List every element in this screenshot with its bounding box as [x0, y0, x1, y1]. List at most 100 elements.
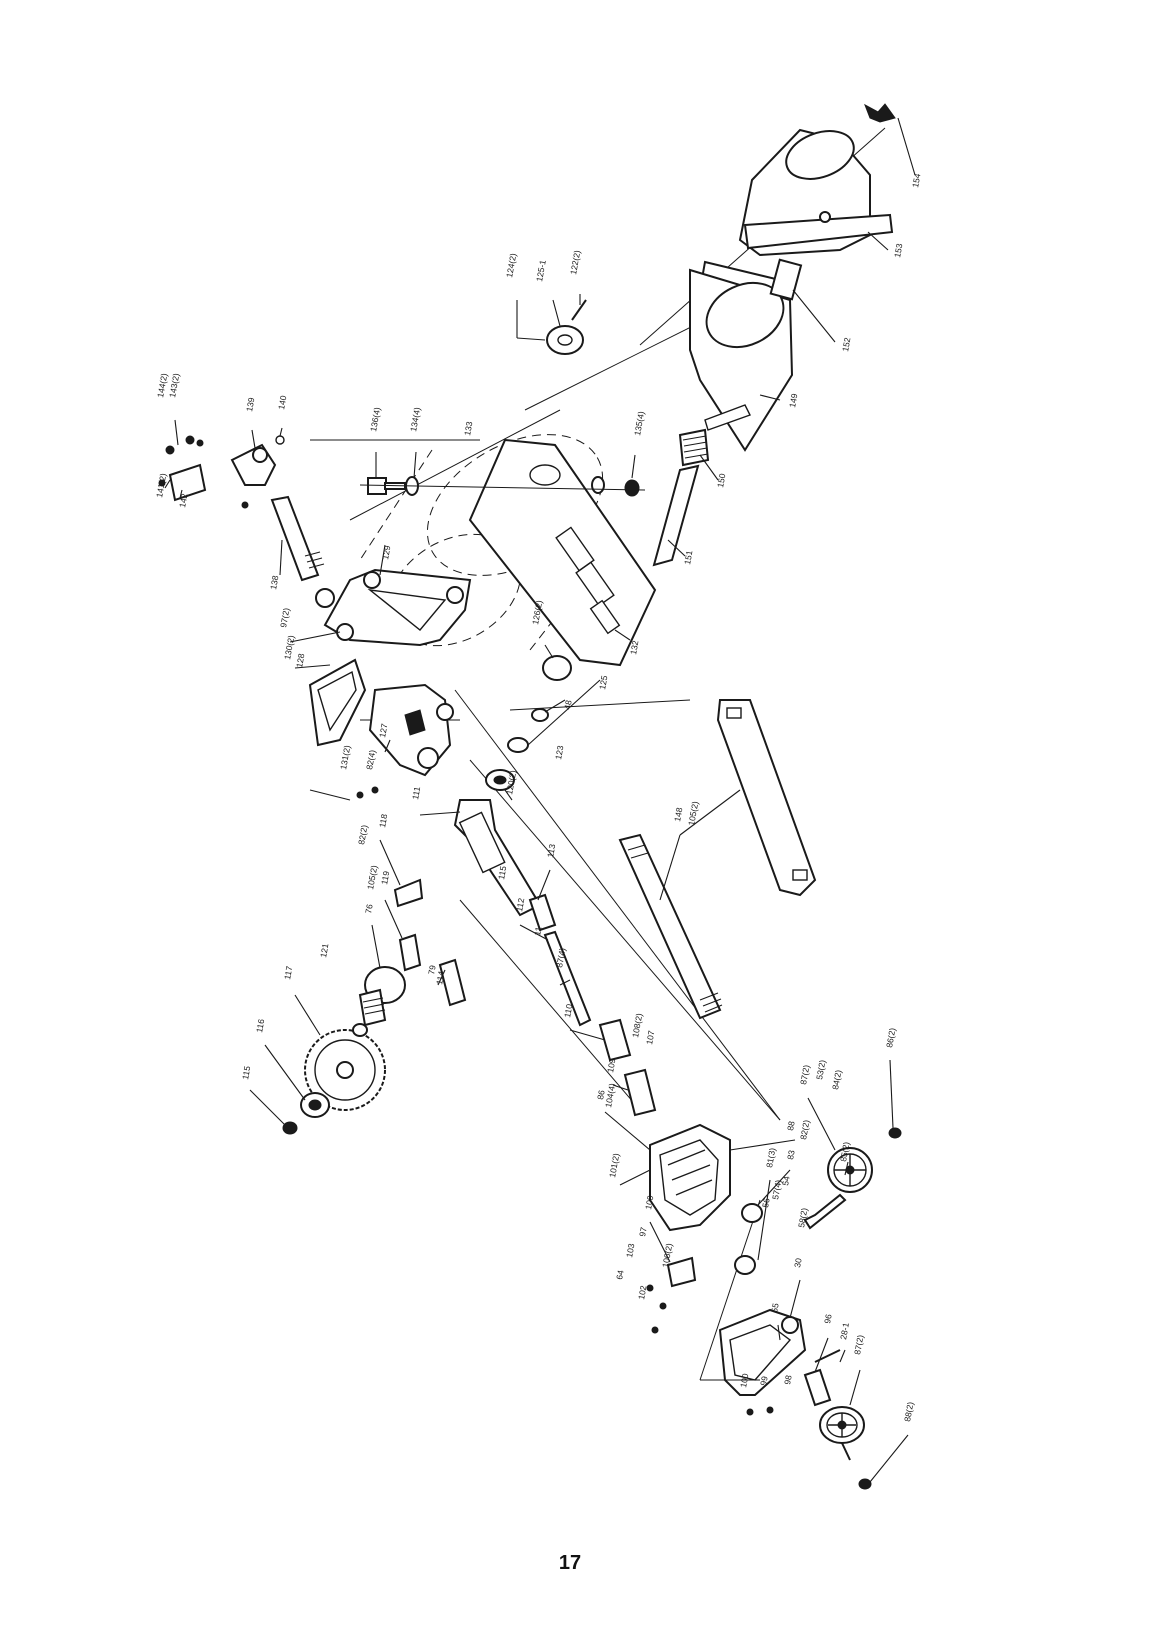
- callout-c84: 84(2): [830, 1069, 843, 1090]
- part-142-clamp-block: [168, 463, 207, 502]
- callout-c108: 108(2): [630, 1012, 644, 1038]
- callout-c132: 132: [628, 639, 640, 655]
- callout-c104: 104(4): [603, 1082, 617, 1108]
- callout-c87: 87(4): [554, 947, 567, 968]
- callout-c124: 124(2): [504, 252, 518, 278]
- bolt-axis-line: [359, 484, 646, 491]
- part-121-washer: [352, 1023, 368, 1037]
- part-117-gear: [304, 1029, 386, 1111]
- callout-c141: 141(2): [154, 472, 168, 498]
- callout-c88b: 88(2): [902, 1401, 915, 1422]
- part-48-washer: [531, 708, 549, 722]
- callout-c106: 106(2): [660, 1242, 674, 1268]
- callout-c56: 56: [760, 1197, 772, 1208]
- part-30-lower-bracket: [718, 1308, 807, 1396]
- callout-c102: 102: [636, 1284, 648, 1300]
- callout-c153: 153: [892, 242, 904, 258]
- part-97-small-bracket: [666, 1256, 697, 1288]
- callout-c87c: 87(2): [852, 1334, 865, 1355]
- part-98-99-100-screws: [746, 1406, 774, 1416]
- callout-c88: 88: [785, 1120, 797, 1131]
- part-104-gearbox-housing: [649, 1123, 731, 1232]
- callout-c110: 110: [562, 1003, 574, 1018]
- callout-c133: 133: [462, 420, 474, 436]
- part-126-bearing: [542, 655, 572, 681]
- callout-c148: 148: [672, 806, 684, 822]
- part-135-nut: [591, 476, 640, 497]
- callout-c48: 48: [562, 699, 574, 710]
- callout-c126: 126(2): [530, 599, 544, 625]
- part-115-nut: [282, 1121, 298, 1135]
- part-152-bushing: [769, 258, 803, 301]
- part-103-106-screws: [646, 1284, 667, 1334]
- callout-c82c: 82(2): [798, 1119, 811, 1140]
- part-119-worm-shaft: [358, 933, 422, 1027]
- callout-c105b: 105(2): [365, 864, 379, 890]
- callout-c115: 115: [496, 865, 508, 880]
- part-151-rod: [652, 464, 700, 567]
- callout-c83: 83: [785, 1149, 797, 1160]
- part-87-lower-handwheel: [819, 1406, 865, 1461]
- callout-c57: 57(4): [770, 1179, 783, 1200]
- part-123-bearing: [485, 769, 515, 791]
- part-110-coupler: [598, 1018, 632, 1062]
- callout-c99: 99: [758, 1375, 770, 1386]
- callout-c140: 140: [276, 394, 288, 410]
- callout-c86: 86: [595, 1089, 607, 1100]
- callout-c103: 103: [624, 1242, 636, 1258]
- callout-c113: 113: [545, 843, 557, 858]
- callout-c131: 131(2): [338, 744, 352, 770]
- part-88-knob: [858, 1478, 872, 1490]
- part-111-u-frame: [453, 799, 542, 917]
- part-154-wing-nut: [864, 103, 896, 123]
- crank-wrench: [716, 699, 817, 897]
- callout-c101: 101(2): [607, 1152, 621, 1178]
- part-82-nut: [734, 1203, 763, 1275]
- part-118-clip: [393, 878, 424, 908]
- callout-c121: 121: [318, 942, 330, 958]
- callout-c85: 85(2): [838, 1141, 851, 1162]
- callout-c119: 119: [379, 870, 391, 885]
- callout-c109: 109: [605, 1057, 617, 1073]
- part-113-spring: [528, 893, 557, 932]
- callout-c149: 149: [787, 392, 799, 408]
- callout-c100b: 100: [738, 1372, 750, 1388]
- part-112-shaft: [543, 930, 592, 1027]
- callout-c115b: 115: [240, 1065, 252, 1080]
- callout-c28: 28-1: [838, 1322, 851, 1341]
- callout-c112: 112: [514, 897, 526, 912]
- callout-c134: 134(4): [408, 406, 422, 432]
- part-143-144-screws: [158, 435, 249, 509]
- callout-c58: 58(2): [796, 1207, 809, 1228]
- callout-c82: 82(4): [364, 749, 377, 770]
- part-149-mount-bracket: [689, 260, 794, 452]
- callout-c96: 96: [822, 1313, 834, 1324]
- callout-c125: 125-1: [534, 259, 548, 282]
- callout-c118: 118: [377, 813, 389, 828]
- callout-c150: 150: [715, 472, 727, 488]
- callout-c87b: 87(2): [798, 1064, 811, 1085]
- callout-c79: 79: [426, 964, 438, 975]
- callout-c81: 81(3): [764, 1147, 777, 1168]
- part-132-motor-plate: [468, 438, 657, 667]
- callout-c144: 144(2): [155, 372, 169, 398]
- callout-c130: 130(2): [282, 634, 296, 660]
- part-127-bracket: [368, 683, 454, 777]
- callout-c97: 97(2): [278, 607, 291, 628]
- callout-c127: 127: [377, 722, 389, 738]
- part-109-sleeve: [623, 1068, 657, 1117]
- part-129-arm-bracket: [323, 568, 472, 647]
- part-28-1-pin: [814, 1349, 841, 1363]
- callout-c123: 123: [553, 744, 565, 760]
- callout-c107: 107: [644, 1029, 656, 1045]
- page-number: 17: [558, 1552, 582, 1574]
- callout-c82b: 82(2): [356, 824, 369, 845]
- callout-c114: 114: [434, 970, 446, 985]
- callout-c154: 154: [910, 172, 922, 188]
- part-131-82-screws: [356, 786, 379, 799]
- callout-c100: 100: [643, 1194, 655, 1210]
- callout-c125b: 125: [597, 674, 609, 690]
- callout-c138: 138: [268, 574, 280, 590]
